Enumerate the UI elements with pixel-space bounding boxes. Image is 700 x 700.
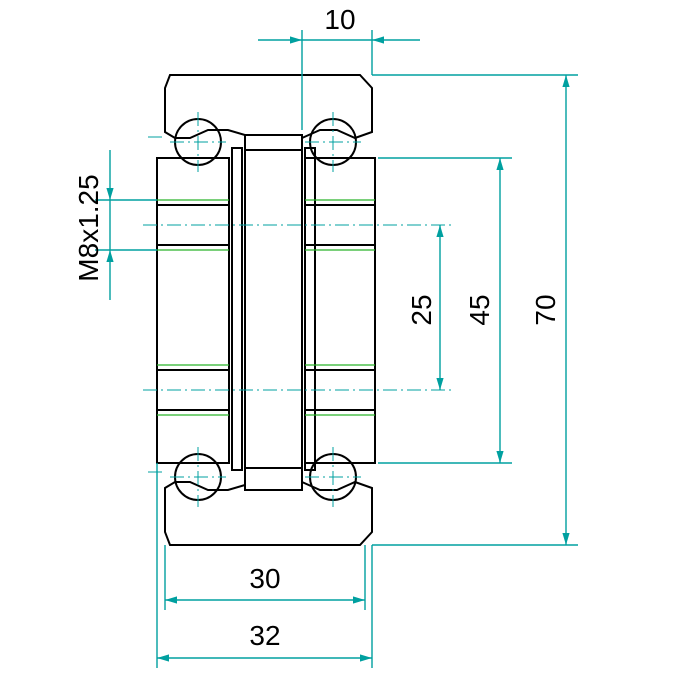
- dimension-label-overall-height: 70: [530, 294, 561, 325]
- outer-rail-bottom: [164, 467, 373, 546]
- dimension-overall-width: 32: [156, 463, 373, 668]
- dimension-label-rail-width: 30: [249, 563, 280, 594]
- dimension-label-hole-pitch: 25: [406, 294, 437, 325]
- inner-block-right: [304, 157, 376, 464]
- ball-bearings: [170, 112, 361, 507]
- dimension-label-overall-width: 32: [249, 620, 280, 651]
- dimension-label-inner-height: 45: [464, 294, 495, 325]
- outer-rail-top: [164, 74, 373, 151]
- dimension-hole-pitch: 25: [406, 225, 444, 390]
- inner-block-left: [156, 157, 230, 464]
- dimension-inner-height: 45: [378, 157, 512, 464]
- dimension-rail-width: 30: [164, 545, 366, 610]
- dimension-top-width: 10: [258, 4, 420, 130]
- dimension-overall-height: 70: [372, 74, 578, 546]
- centerlines: [143, 136, 455, 473]
- dimension-label-thread: M8x1.25: [73, 174, 104, 281]
- dimension-thread: M8x1.25: [73, 150, 157, 300]
- middle-member: [231, 134, 316, 491]
- dimension-label-top-width: 10: [324, 4, 355, 35]
